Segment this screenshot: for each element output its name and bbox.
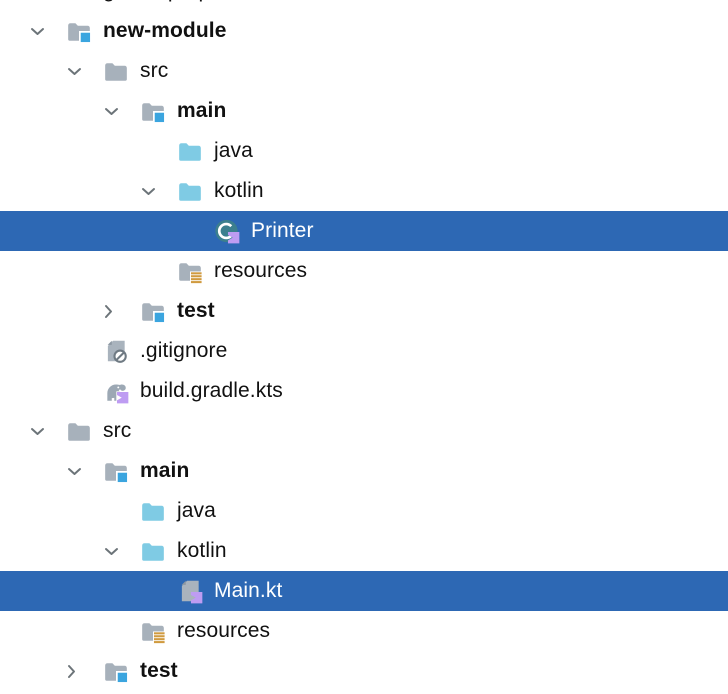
tree-row-main[interactable]: main	[0, 451, 728, 491]
folder-module-icon	[140, 98, 166, 124]
tree-item-label: resources	[214, 259, 308, 282]
tree-row-gradle-properties[interactable]: gradle.properties	[0, 0, 728, 11]
tree-item-label: main	[177, 99, 227, 122]
tree-item-label: build.gradle.kts	[140, 379, 283, 402]
tree-row-kotlin[interactable]: kotlin	[0, 531, 728, 571]
tree-row-test[interactable]: test	[0, 291, 728, 331]
tree-row-main-kt[interactable]: Main.kt	[0, 571, 728, 611]
chevron-down-icon[interactable]	[67, 467, 103, 476]
folder-module-icon	[140, 298, 166, 324]
tree-row-src[interactable]: src	[0, 51, 728, 91]
chevron-down-icon[interactable]	[104, 547, 140, 556]
tree-item-label: resources	[177, 619, 271, 642]
tree-item-label: new-module	[103, 19, 227, 42]
tree-item-label: Main.kt	[214, 579, 283, 602]
tree-item-label: Printer	[251, 219, 314, 242]
tree-item-label: src	[140, 59, 169, 82]
tree-row-build-gradle-kts[interactable]: build.gradle.kts	[0, 371, 728, 411]
folder-resources-icon	[177, 258, 203, 284]
tree-row-kotlin[interactable]: kotlin	[0, 171, 728, 211]
folder-gray-icon	[66, 418, 92, 444]
folder-gray-icon	[103, 58, 129, 84]
chevron-right-icon[interactable]	[104, 304, 140, 319]
chevron-down-icon[interactable]	[67, 67, 103, 76]
folder-blue-icon	[140, 498, 166, 524]
tree-row-main[interactable]: main	[0, 91, 728, 131]
tree-item-label: java	[177, 499, 216, 522]
folder-module-icon	[66, 18, 92, 44]
tree-row-java[interactable]: java	[0, 491, 728, 531]
tree-item-label: kotlin	[177, 539, 227, 562]
folder-blue-icon	[177, 178, 203, 204]
chevron-down-icon[interactable]	[30, 427, 66, 436]
tree-row-new-module[interactable]: new-module	[0, 11, 728, 51]
tree-row-gitignore[interactable]: .gitignore	[0, 331, 728, 371]
folder-blue-icon	[140, 538, 166, 564]
no-icon	[66, 0, 92, 4]
folder-module-icon	[103, 458, 129, 484]
tree-row-src[interactable]: src	[0, 411, 728, 451]
tree-row-resources[interactable]: resources	[0, 611, 728, 651]
tree-row-test[interactable]: test	[0, 651, 728, 691]
file-gradle-kts-icon	[103, 378, 129, 404]
tree-row-printer[interactable]: Printer	[0, 211, 728, 251]
kotlin-class-icon	[214, 218, 240, 244]
tree-item-label: src	[103, 419, 132, 442]
file-gitignore-icon	[103, 338, 129, 364]
folder-blue-icon	[177, 138, 203, 164]
chevron-down-icon[interactable]	[141, 187, 177, 196]
folder-resources-icon	[140, 618, 166, 644]
tree-row-resources[interactable]: resources	[0, 251, 728, 291]
tree-item-label: test	[140, 659, 178, 682]
tree-item-label: test	[177, 299, 215, 322]
tree-item-label: main	[140, 459, 190, 482]
tree-item-label: .gitignore	[140, 339, 228, 362]
chevron-down-icon[interactable]	[30, 27, 66, 36]
tree-item-label: gradle.properties	[103, 0, 262, 3]
chevron-right-icon[interactable]	[67, 664, 103, 679]
folder-module-icon	[103, 658, 129, 684]
tree-item-label: kotlin	[214, 179, 264, 202]
kotlin-file-icon	[177, 578, 203, 604]
chevron-down-icon[interactable]	[104, 107, 140, 116]
tree-row-java[interactable]: java	[0, 131, 728, 171]
tree-item-label: java	[214, 139, 253, 162]
